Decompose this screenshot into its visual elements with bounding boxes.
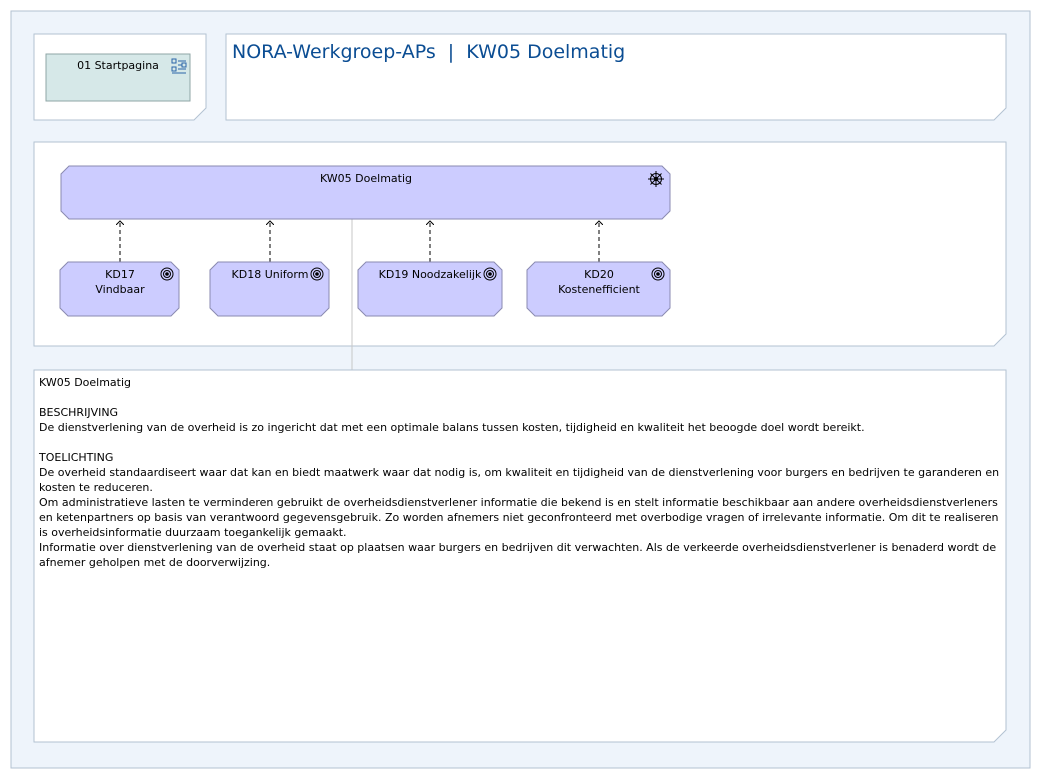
outcome-kd20-label-2: Kostenefficient <box>558 283 640 296</box>
description-title: KW05 Doelmatig <box>39 376 132 389</box>
view-reference-icon <box>171 58 187 74</box>
outcome-kd17-label-2: Vindbaar <box>95 283 145 296</box>
outcome-kd18-label-1: KD18 Uniform <box>232 268 309 281</box>
outcome-target-icon <box>483 267 497 281</box>
page-title: NORA-Werkgroep-APs | KW05 Doelmatig <box>232 41 625 63</box>
outcome-kd18[interactable]: KD18 Uniform <box>209 261 330 317</box>
toelichting-paragraph-2: Om administratieve lasten te verminderen… <box>39 496 999 539</box>
outcome-kd20-label-1: KD20 <box>584 268 614 281</box>
outcome-target-icon <box>160 267 174 281</box>
outcome-kd20[interactable]: KD20 Kostenefficient <box>526 261 671 317</box>
outcome-kd19-label-1: KD19 Noodzakelijk <box>379 268 482 281</box>
goal-kw05-doelmatig[interactable]: KW05 Doelmatig <box>60 165 671 220</box>
startpage-button-label: 01 Startpagina <box>77 59 159 72</box>
goal-icon <box>648 171 664 187</box>
goal-label: KW05 Doelmatig <box>320 172 412 185</box>
outcome-kd19[interactable]: KD19 Noodzakelijk <box>357 261 503 317</box>
toelichting-paragraph-3: Informatie over dienstverlening van de o… <box>39 541 997 569</box>
outcome-target-icon <box>310 267 324 281</box>
description-group <box>33 369 1007 743</box>
outcome-kd17-label-1: KD17 <box>105 268 135 281</box>
beschrijving-text: De dienstverlening van de overheid is zo… <box>39 421 865 434</box>
header-group: NORA-Werkgroep-APs | KW05 Doelmatig <box>225 33 1007 121</box>
startpage-button[interactable]: 01 Startpagina <box>45 53 191 102</box>
outcome-target-icon <box>651 267 665 281</box>
outcome-kd17[interactable]: KD17 Vindbaar <box>59 261 180 317</box>
description-panel: KW05 Doelmatig BESCHRIJVING De dienstver… <box>39 375 1001 570</box>
toelichting-heading: TOELICHTING <box>39 451 114 464</box>
beschrijving-heading: BESCHRIJVING <box>39 406 119 419</box>
toelichting-paragraph-1: De overheid standaardiseert waar dat kan… <box>39 466 1000 494</box>
